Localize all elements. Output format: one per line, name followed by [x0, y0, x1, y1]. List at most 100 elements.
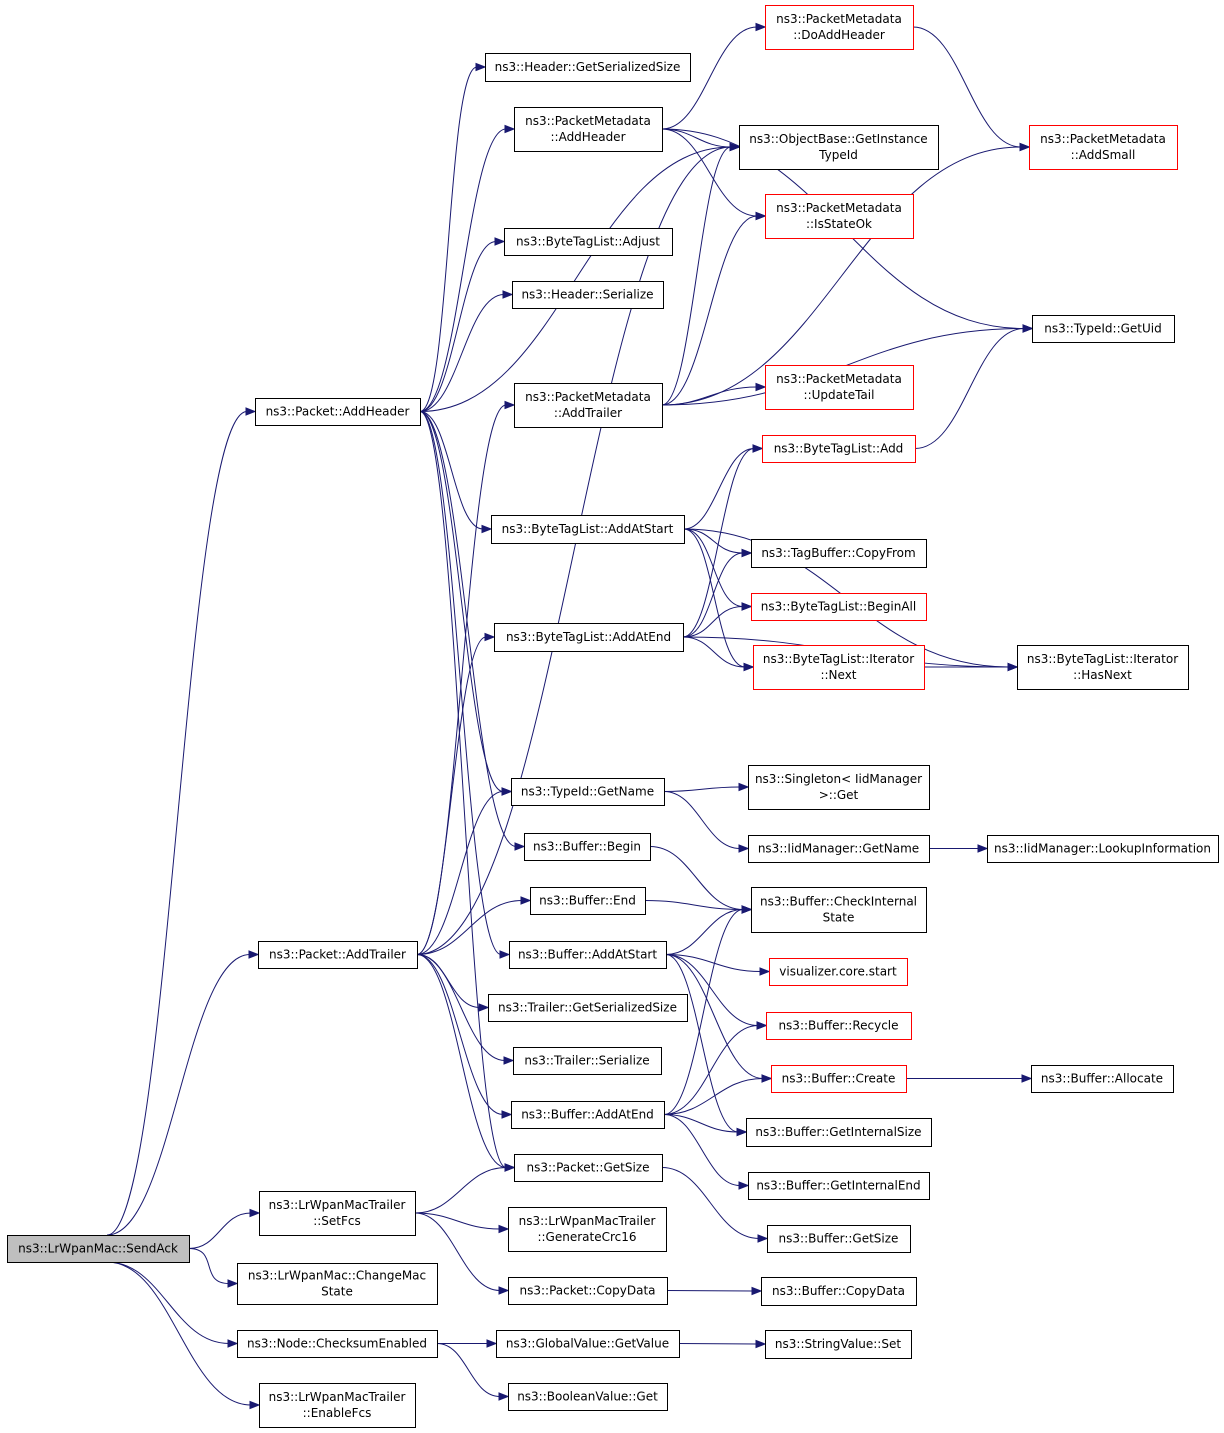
node-p-addheader[interactable]: ns3::Packet::AddHeader: [255, 398, 421, 426]
node-pm-doaddheader[interactable]: ns3::PacketMetadata::DoAddHeader: [765, 5, 914, 50]
node-iid-getname[interactable]: ns3::IidManager::GetName: [748, 835, 930, 863]
node-pm-updatetail[interactable]: ns3::PacketMetadata::UpdateTail: [765, 365, 914, 410]
node-box: [766, 1012, 912, 1040]
node-tr-getsersize[interactable]: ns3::Trailer::GetSerializedSize: [488, 994, 688, 1022]
node-buf-allocate[interactable]: ns3::Buffer::Allocate: [1031, 1065, 1174, 1093]
node-box: [491, 515, 685, 544]
node-enablefcs[interactable]: ns3::LrWpanMacTrailer::EnableFcs: [259, 1383, 416, 1428]
edge-buf-addatend-to-buf-getinternalend: [663, 1114, 750, 1190]
edge-pm-addtrailer-to-pm-addsmall: [661, 142, 1031, 406]
node-box: [488, 994, 688, 1022]
node-label: ns3::StringValue::Set: [775, 1337, 901, 1351]
node-label: ns3::Singleton< IidManager: [755, 772, 922, 786]
node-buf-create[interactable]: ns3::Buffer::Create: [771, 1065, 907, 1093]
node-vis-start[interactable]: visualizer.core.start: [769, 958, 908, 986]
node-label: ns3::IidManager::LookupInformation: [994, 842, 1211, 856]
edge-p-getsize-to-buf-getsize: [661, 1167, 769, 1243]
node-btl-addatstart[interactable]: ns3::ByteTagList::AddAtStart: [491, 515, 685, 544]
node-buf-addatend[interactable]: ns3::Buffer::AddAtEnd: [511, 1101, 665, 1129]
node-label: ns3::ByteTagList::Iterator: [1027, 652, 1178, 666]
node-sendack[interactable]: ns3::LrWpanMac::SendAck: [7, 1235, 190, 1263]
node-buf-getinternalend[interactable]: ns3::Buffer::GetInternalEnd: [748, 1172, 930, 1200]
node-label: ns3::PacketMetadata: [1040, 132, 1166, 146]
node-box: [771, 1065, 907, 1093]
node-box: [504, 228, 673, 256]
node-box: [751, 887, 927, 933]
node-h-getsersize[interactable]: ns3::Header::GetSerializedSize: [485, 53, 691, 82]
node-label: ns3::Buffer::GetSize: [779, 1232, 899, 1246]
edge-checksum-to-bv-get: [436, 1343, 510, 1401]
node-box: [485, 53, 691, 82]
node-label: ns3::ByteTagList::Adjust: [516, 235, 660, 249]
node-checksum[interactable]: ns3::Node::ChecksumEnabled: [237, 1330, 438, 1358]
edge-sendack-to-setfcs: [188, 1208, 261, 1249]
edge-setfcs-to-p-getsize: [414, 1163, 516, 1214]
node-label: ns3::PacketMetadata: [776, 12, 902, 26]
node-buf-addatstart[interactable]: ns3::Buffer::AddAtStart: [509, 941, 667, 969]
edge-p-addtrailer-to-btl-addatend: [416, 632, 496, 955]
node-tb-copyfrom[interactable]: ns3::TagBuffer::CopyFrom: [751, 539, 927, 568]
node-pm-addsmall[interactable]: ns3::PacketMetadata::AddSmall: [1029, 125, 1178, 170]
node-btl-add[interactable]: ns3::ByteTagList::Add: [762, 435, 916, 463]
node-box: [751, 539, 927, 568]
node-tid-getuid[interactable]: ns3::TypeId::GetUid: [1032, 315, 1175, 343]
node-gencrc[interactable]: ns3::LrWpanMacTrailer::GenerateCrc16: [508, 1207, 667, 1252]
node-gv-getvalue[interactable]: ns3::GlobalValue::GetValue: [496, 1330, 680, 1358]
node-label: ns3::Buffer::AddAtEnd: [521, 1108, 654, 1122]
node-pm-isstateok[interactable]: ns3::PacketMetadata::IsStateOk: [765, 194, 914, 239]
node-box: [259, 1191, 416, 1236]
function-nodes: ns3::LrWpanMac::SendAck ns3::Packet::AddH…: [7, 5, 1219, 1428]
node-label: ns3::Buffer::AddAtStart: [518, 948, 657, 962]
node-buf-getinternalsize[interactable]: ns3::Buffer::GetInternalSize: [746, 1118, 932, 1147]
node-label: ns3::LrWpanMacTrailer: [519, 1214, 656, 1228]
node-tr-serialize[interactable]: ns3::Trailer::Serialize: [513, 1047, 662, 1075]
node-box: [514, 1154, 663, 1182]
node-buf-end[interactable]: ns3::Buffer::End: [530, 887, 646, 915]
node-p-copydata[interactable]: ns3::Packet::CopyData: [508, 1277, 668, 1305]
node-box: [769, 958, 908, 986]
node-buf-copydata[interactable]: ns3::Buffer::CopyData: [761, 1277, 917, 1306]
edge-btl-addatend-to-btl-add: [682, 444, 764, 638]
node-buf-recycle[interactable]: ns3::Buffer::Recycle: [766, 1012, 912, 1040]
edge-p-addheader-to-h-serialize: [419, 290, 514, 412]
node-label: TypeId: [818, 148, 858, 162]
node-box: [511, 1101, 665, 1129]
edge-btl-add-to-tid-getuid: [914, 324, 1034, 449]
node-pm-addheader[interactable]: ns3::PacketMetadata::AddHeader: [514, 107, 663, 152]
edge-pm-addheader-to-pm-doaddheader: [661, 22, 767, 130]
node-bv-get[interactable]: ns3::BooleanValue::Get: [508, 1383, 668, 1411]
node-box: [762, 435, 916, 463]
node-iid-lookup[interactable]: ns3::IidManager::LookupInformation: [987, 835, 1219, 863]
node-btl-adjust[interactable]: ns3::ByteTagList::Adjust: [504, 228, 673, 256]
node-label: ns3::PacketMetadata: [776, 372, 902, 386]
node-p-getsize[interactable]: ns3::Packet::GetSize: [514, 1154, 663, 1182]
node-btl-beginall[interactable]: ns3::ByteTagList::BeginAll: [751, 593, 927, 621]
node-btl-it-next[interactable]: ns3::ByteTagList::Iterator::Next: [753, 645, 925, 690]
node-box: [765, 365, 914, 410]
node-label: ns3::LrWpanMac::ChangeMac: [248, 1269, 426, 1283]
node-pm-addtrailer[interactable]: ns3::PacketMetadata::AddTrailer: [514, 383, 663, 428]
node-btl-it-hasnext[interactable]: ns3::ByteTagList::Iterator::HasNext: [1017, 645, 1189, 690]
node-sv-set[interactable]: ns3::StringValue::Set: [765, 1330, 912, 1359]
node-singleton-get[interactable]: ns3::Singleton< IidManager>::Get: [748, 765, 930, 810]
node-buf-getsize[interactable]: ns3::Buffer::GetSize: [767, 1225, 911, 1253]
edge-p-addheader-to-ob-gettypeid: [419, 142, 741, 412]
node-buf-begin[interactable]: ns3::Buffer::Begin: [524, 833, 651, 861]
edge-p-addtrailer-to-ob-gettypeid: [416, 142, 741, 955]
node-p-addtrailer[interactable]: ns3::Packet::AddTrailer: [258, 941, 418, 969]
node-h-serialize[interactable]: ns3::Header::Serialize: [512, 281, 664, 309]
node-label: ns3::Buffer::Create: [782, 1072, 896, 1086]
node-box: [748, 765, 930, 810]
node-label: ns3::ByteTagList::Add: [774, 442, 904, 456]
node-tid-getname[interactable]: ns3::TypeId::GetName: [511, 778, 665, 806]
node-box: [987, 835, 1219, 863]
node-btl-addatend[interactable]: ns3::ByteTagList::AddAtEnd: [494, 623, 684, 652]
node-setfcs[interactable]: ns3::LrWpanMacTrailer::SetFcs: [259, 1191, 416, 1236]
edge-sendack-to-enablefcs: [107, 1261, 261, 1410]
node-label: ns3::Packet::GetSize: [527, 1161, 650, 1175]
edge-p-addtrailer-to-tid-getname: [416, 787, 513, 955]
edge-pm-addtrailer-to-pm-updatetail: [661, 382, 767, 406]
